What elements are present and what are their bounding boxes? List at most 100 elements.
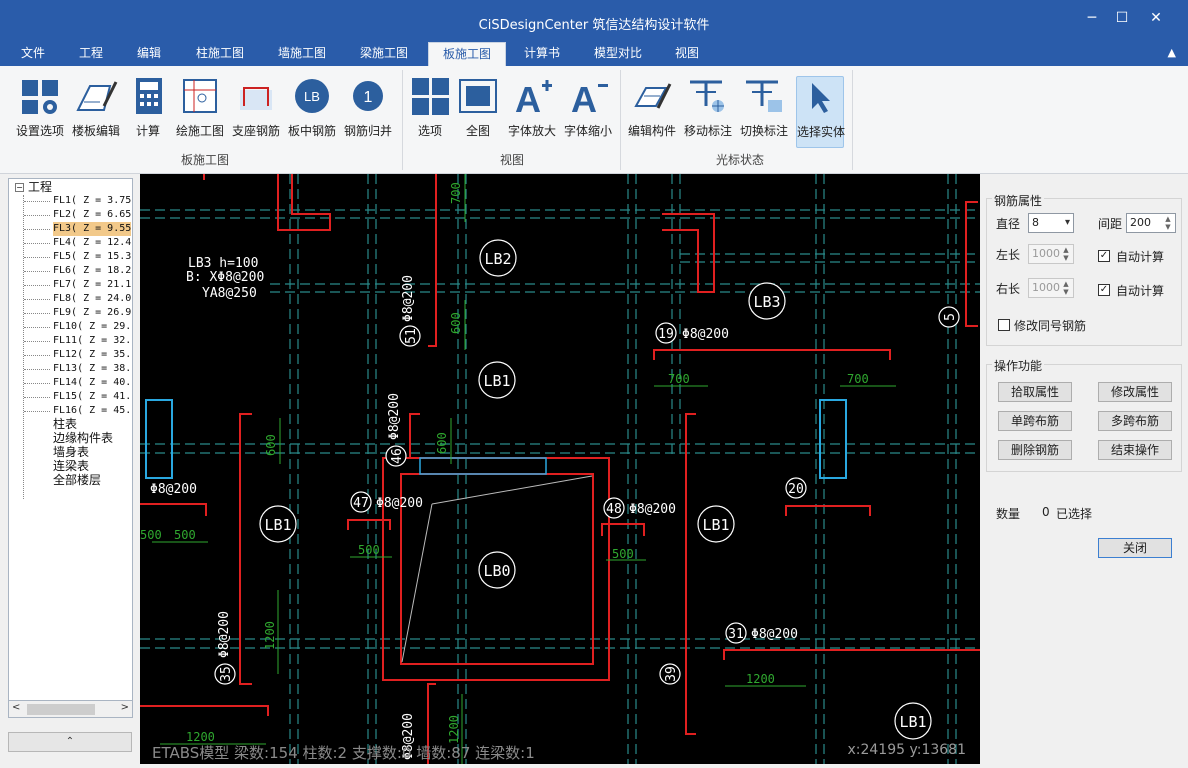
end-operation-button[interactable]: 结束操作 [1098,440,1172,460]
view-options-button[interactable]: 选项 [402,76,458,148]
font-enlarge-button[interactable]: A 字体放大 [504,76,560,148]
close-window-button[interactable]: ✕ [1150,10,1162,26]
close-button[interactable]: 关闭 [1098,538,1172,558]
cad-drawing[interactable]: LB2 LB3 LB1 LB1 LB1 LB0 LB1 19 47 48 20 … [140,174,980,764]
model-status-text: ETABS模型 梁数:154 柱数:2 支撑数:0 墙数:87 连梁数:1 [152,744,535,762]
slab-tag: LB1 [264,516,291,534]
tree-item-floor[interactable]: FL12( Z = 35. [53,349,132,360]
rebar-spec-vertical: Φ8@200 [401,713,416,760]
tree-item-floor[interactable]: FL10( Z = 29. [53,321,132,332]
delete-rebar-button[interactable]: 删除钢筋 [998,440,1072,460]
tab-beam-drawing[interactable]: 梁施工图 [359,46,408,60]
construction-drawing-icon [183,79,217,113]
tab-calc-book[interactable]: 计算书 [523,46,560,60]
tree-item-floor[interactable]: FL13( Z = 38. [53,363,132,374]
tab-file[interactable]: 文件 [20,46,45,60]
multi-span-rebar-button[interactable]: 多跨布筋 [1098,411,1172,431]
tree-item-floor[interactable]: FL6( Z = 18.2 [53,265,132,276]
spin-arrows-icon[interactable]: ▲▼ [1063,246,1069,262]
edit-component-button[interactable]: 编辑构件 [624,76,680,148]
tree-item-floor[interactable]: FL9( Z = 26.9 [53,307,132,318]
tree-item-all-floors[interactable]: 全部楼层 [53,473,102,487]
tab-column-drawing[interactable]: 柱施工图 [195,46,244,60]
mid-slab-rebar-button[interactable]: LB 板中钢筋 [284,76,340,148]
auto-calc-left-checkbox[interactable]: ✓ [1098,250,1110,262]
tree-item-wall-table[interactable]: 墙身表 [53,445,90,459]
tab-project[interactable]: 工程 [78,46,103,60]
tree-item-edge-member-table[interactable]: 边缘构件表 [53,431,114,445]
modify-same-rebar-checkbox[interactable] [998,319,1010,331]
move-annotation-icon [690,80,724,112]
tree-connector [24,313,50,314]
tab-slab-drawing[interactable]: 板施工图 [428,42,506,66]
switch-annotation-button[interactable]: 切换标注 [736,76,792,148]
scroll-thumb[interactable] [27,704,95,715]
single-span-rebar-button[interactable]: 单跨布筋 [998,411,1072,431]
tree-connector [24,341,50,342]
tree-item-floor[interactable]: FL8( Z = 24.0 [53,293,132,304]
slab-tag: LB1 [899,713,926,731]
tree-item-column-table[interactable]: 柱表 [53,417,78,431]
tab-view[interactable]: 视图 [674,46,699,60]
support-rebar-icon [240,87,272,110]
settings-options-button[interactable]: 设置选项 [12,76,68,148]
scroll-left-icon[interactable]: < [12,702,21,713]
drawing-canvas[interactable]: LB2 LB3 LB1 LB1 LB1 LB0 LB1 19 47 48 20 … [140,174,980,764]
select-entity-button[interactable]: 选择实体 [796,76,845,148]
font-shrink-button[interactable]: A 字体缩小 [560,76,616,148]
tree-item-link-beam-table[interactable]: 连梁表 [53,459,90,473]
calculate-label: 计算 [135,124,160,138]
collapse-box-icon[interactable]: − [15,183,24,192]
full-view-button[interactable]: 全图 [450,76,506,148]
tree-connector [24,285,50,286]
pick-properties-button[interactable]: 拾取属性 [998,382,1072,402]
left-length-stepper[interactable]: 1000 ▲▼ [1028,244,1074,264]
move-annotation-button[interactable]: 移动标注 [680,76,736,148]
slab-tag: LB0 [483,562,510,580]
tree-item-floor[interactable]: FL16( Z = 45. [53,405,132,416]
auto-calc-left-label: 自动计算 [1116,250,1165,264]
support-rebar-button[interactable]: 支座钢筋 [228,76,284,148]
tree-item-floor[interactable]: FL15( Z = 41. [53,391,132,402]
expand-panel-button[interactable]: ⌃ [8,732,132,752]
draw-construction-button[interactable]: 绘施工图 [172,76,228,148]
tree-root[interactable]: −工程 [15,180,52,194]
dimension-value: 500 [612,547,634,561]
tree-item-floor[interactable]: FL1( Z = 3.75 [53,195,132,206]
tree-item-floor[interactable]: FL11( Z = 32. [53,335,132,346]
maximize-button[interactable]: ☐ [1115,10,1129,26]
tree-connector [24,411,50,412]
tree-item-floor[interactable]: FL14( Z = 40. [53,377,132,388]
tree-item-floor[interactable]: FL7( Z = 21.1 [53,279,132,290]
merge-rebar-label: 钢筋归并 [343,124,392,138]
slab-edit-button[interactable]: 楼板编辑 [68,76,124,148]
right-length-stepper[interactable]: 1000 ▲▼ [1028,278,1074,298]
spin-arrows-icon[interactable]: ▲▼ [1063,280,1069,296]
diameter-select[interactable]: 8 ▾ [1028,213,1074,233]
tree-connector [24,397,50,398]
merge-rebar-button[interactable]: 1 钢筋归并 [340,76,396,148]
tab-edit[interactable]: 编辑 [136,46,161,60]
tree-horizontal-scrollbar[interactable]: < > [8,700,133,718]
modify-properties-button[interactable]: 修改属性 [1098,382,1172,402]
rebar-number-texts: 19 47 48 20 31 51 46 35 39 5 [219,313,958,682]
tree-item-floor[interactable]: FL5( Z = 15.3 [53,251,132,262]
rebar-spec-vertical: Φ8@200 [387,393,402,440]
tree-item-floor[interactable]: FL4( Z = 12.4 [53,237,132,248]
collapse-ribbon-icon[interactable]: ▲ [1167,46,1176,59]
tree-connector [24,355,50,356]
minimize-button[interactable]: ─ [1087,10,1097,26]
tree-item-floor[interactable]: FL2( Z = 6.65 [53,209,132,220]
spacing-stepper[interactable]: 200 ▲▼ [1126,213,1176,233]
chevron-down-icon[interactable]: ▾ [1064,217,1070,228]
tree-connector [24,327,50,328]
tab-model-compare[interactable]: 模型对比 [593,46,642,60]
tab-wall-drawing[interactable]: 墙施工图 [277,46,326,60]
auto-calc-right-checkbox[interactable]: ✓ [1098,284,1110,296]
calculate-button[interactable]: 计算 [120,76,176,148]
tree-item-floor[interactable]: FL3( Z = 9.55 [53,222,132,236]
column-right [819,399,847,479]
tree-connector [24,243,50,244]
spin-arrows-icon[interactable]: ▲▼ [1165,215,1171,231]
scroll-right-icon[interactable]: > [120,702,129,713]
